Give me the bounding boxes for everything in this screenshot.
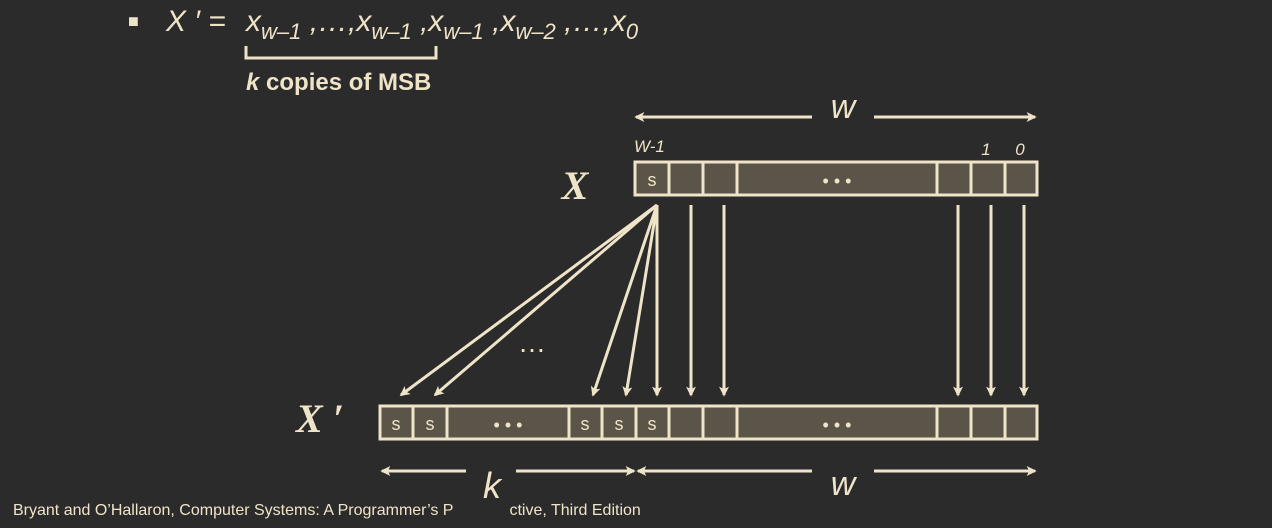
x-label: X bbox=[560, 163, 590, 208]
xprime-cell-ext bbox=[567, 404, 604, 441]
xprime-register: s s • • • s s s • • • bbox=[378, 404, 1039, 441]
formula-term-subscript: w–2 bbox=[515, 19, 555, 44]
formula-term-separator: ,…, bbox=[301, 5, 356, 38]
xprime-cell bbox=[935, 404, 973, 441]
copy-arrows bbox=[686, 205, 1029, 397]
footer-right: ctive, Third Edition bbox=[509, 502, 641, 519]
xprime-cell-msb bbox=[634, 404, 671, 441]
arrow bbox=[622, 204, 659, 397]
arrow bbox=[590, 204, 659, 397]
formula-term-separator: ,…, bbox=[556, 5, 611, 38]
footer-left: Bryant and O’Hallaron, Computer Systems:… bbox=[13, 502, 454, 519]
formula-term-subscript: w–1 bbox=[443, 19, 483, 44]
arrow bbox=[433, 203, 658, 397]
xprime-sign-bit: s bbox=[426, 414, 435, 434]
top-w-label: w bbox=[831, 88, 858, 126]
xprime-cell bbox=[701, 404, 739, 441]
x-cell bbox=[935, 160, 973, 197]
bottom-k-label: k bbox=[483, 465, 503, 506]
brace-icon bbox=[244, 46, 438, 60]
formula-term-subscript: 0 bbox=[626, 19, 639, 44]
brace-label: k copies of MSB bbox=[246, 69, 431, 96]
xprime-cell-bit0 bbox=[1003, 404, 1039, 441]
xprime-cell-bit1 bbox=[969, 404, 1007, 441]
xprime-cell-ext bbox=[378, 404, 415, 441]
xprime-dots: • • • bbox=[823, 415, 852, 435]
formula-term-subscript: w–1 bbox=[371, 19, 411, 44]
xprime-sign-bit: s bbox=[581, 414, 590, 434]
bullet-icon: ■ bbox=[128, 11, 139, 31]
xprime-label: X ′ bbox=[294, 396, 344, 441]
formula-lhs: X ′ = bbox=[165, 5, 226, 38]
formula-term-base: x bbox=[354, 5, 372, 38]
xprime-cell-ext bbox=[411, 404, 449, 441]
bit0-index-label: 0 bbox=[1015, 140, 1025, 159]
formula-term-subscript: w–1 bbox=[261, 19, 301, 44]
formula-term-base: x bbox=[498, 5, 516, 38]
xprime-cell bbox=[667, 404, 705, 441]
x-cell-bit1 bbox=[969, 160, 1007, 197]
fanout-dots: … bbox=[518, 327, 546, 358]
xprime-ext-dots: • • • bbox=[494, 415, 523, 435]
x-dots: • • • bbox=[823, 171, 852, 191]
formula-term-base: x bbox=[609, 5, 627, 38]
x-cell bbox=[701, 160, 739, 197]
arrow bbox=[399, 203, 658, 397]
bit1-index-label: 1 bbox=[981, 140, 990, 159]
footer-citation: Bryant and O’Hallaron, Computer Systems:… bbox=[13, 502, 641, 520]
formula-terms: xw–1 ,…,xw–1 ,xw–1 ,xw–2 ,…,x0 bbox=[244, 5, 639, 44]
x-cell-msb bbox=[633, 160, 671, 197]
msb-index-label: W-1 bbox=[634, 137, 665, 156]
x-cell bbox=[667, 160, 705, 197]
xprime-sign-bit: s bbox=[648, 414, 657, 434]
brace-label-k: k bbox=[246, 69, 261, 96]
bottom-w-label: w bbox=[831, 465, 858, 503]
xprime-sign-bit: s bbox=[615, 414, 624, 434]
x-register: s • • • bbox=[633, 160, 1039, 197]
formula-term-base: x bbox=[244, 5, 262, 38]
xprime-sign-bit: s bbox=[392, 414, 401, 434]
formula-sequence: xw–1 ,…,xw–1 ,xw–1 ,xw–2 ,…,x0 bbox=[244, 5, 639, 44]
x-sign-bit: s bbox=[648, 170, 657, 190]
formula-term-separator: , bbox=[484, 5, 501, 38]
sign-fanout-arrows bbox=[399, 203, 662, 397]
brace-label-rest: copies of MSB bbox=[259, 69, 431, 96]
formula-term-base: x bbox=[426, 5, 444, 38]
formula-term-separator: , bbox=[412, 5, 429, 38]
x-cell-middle bbox=[735, 160, 939, 197]
xprime-cell-middle bbox=[735, 404, 939, 441]
x-cell-bit0 bbox=[1003, 160, 1039, 197]
